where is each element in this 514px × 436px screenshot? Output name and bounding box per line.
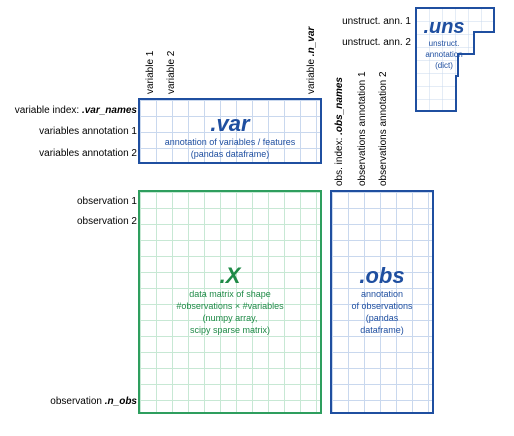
var-index-label: variable index: .var_names [15, 105, 137, 117]
var-title: .var [210, 111, 250, 136]
x-line-2: #observations × #variables [176, 301, 284, 311]
var-line-2: (pandas dataframe) [190, 149, 270, 159]
observation-n-label: observation .n_obs [50, 396, 137, 408]
var-caption: .var annotation of variables / features … [138, 112, 322, 160]
var-annotation-2-label: variables annotation 2 [39, 148, 137, 159]
uns-line-1: unstruct. [428, 39, 460, 48]
variable-n-label: variable .n_var [306, 27, 318, 94]
uns-caption: .uns unstruct. annotation (dict) [416, 16, 472, 71]
obs-line-2: of observations [351, 301, 413, 311]
obs-index-prefix: obs. index: [334, 134, 345, 186]
x-line-3: (numpy array, [202, 313, 258, 323]
x-title: .X [219, 263, 241, 288]
obs-block [330, 190, 434, 414]
uns-title: .uns [423, 16, 465, 38]
obs-names-label: .obs_names [334, 77, 345, 135]
uns-line-2: annotation [425, 50, 463, 59]
observation-n-prefix: observation [50, 396, 105, 407]
observation-2-label: observation 2 [76, 216, 137, 227]
variable-2-label: variable 2 [166, 50, 177, 94]
obs-index-label: obs. index: .obs_names [334, 77, 346, 186]
obs-caption: .obs annotation of observations (pandas … [330, 264, 434, 336]
obs-line-1: annotation [360, 289, 404, 299]
obs-line-4: dataframe) [360, 325, 404, 335]
observation-1-label: observation 1 [76, 196, 137, 207]
x-caption: .X data matrix of shape #observations × … [138, 264, 322, 336]
obs-annotation-2-label: observations annotation 2 [378, 71, 389, 186]
x-line-4: scipy sparse matrix) [189, 325, 270, 335]
obs-annotation-1-label: observations annotation 1 [357, 71, 368, 186]
variable-n-prefix: variable [306, 56, 317, 94]
uns-annotation-2-label: unstruct. ann. 2 [342, 37, 411, 48]
x-line-1: data matrix of shape [189, 289, 271, 299]
variable-1-label: variable 1 [145, 50, 156, 94]
uns-annotation-1-label: unstruct. ann. 1 [342, 16, 411, 27]
x-block [138, 190, 322, 414]
uns-line-3: (dict) [435, 61, 453, 70]
var-annotation-1-label: variables annotation 1 [39, 126, 137, 137]
obs-line-3: (pandas [365, 313, 399, 323]
var-line-1: annotation of variables / features [164, 137, 296, 147]
var-index-prefix: variable index: [14, 105, 82, 116]
n-obs-label: .n_obs [104, 396, 137, 407]
n-var-label: .n_var [306, 26, 317, 57]
var-block [138, 98, 322, 164]
var-names-label: .var_names [81, 105, 137, 116]
obs-title: .obs [359, 263, 405, 288]
